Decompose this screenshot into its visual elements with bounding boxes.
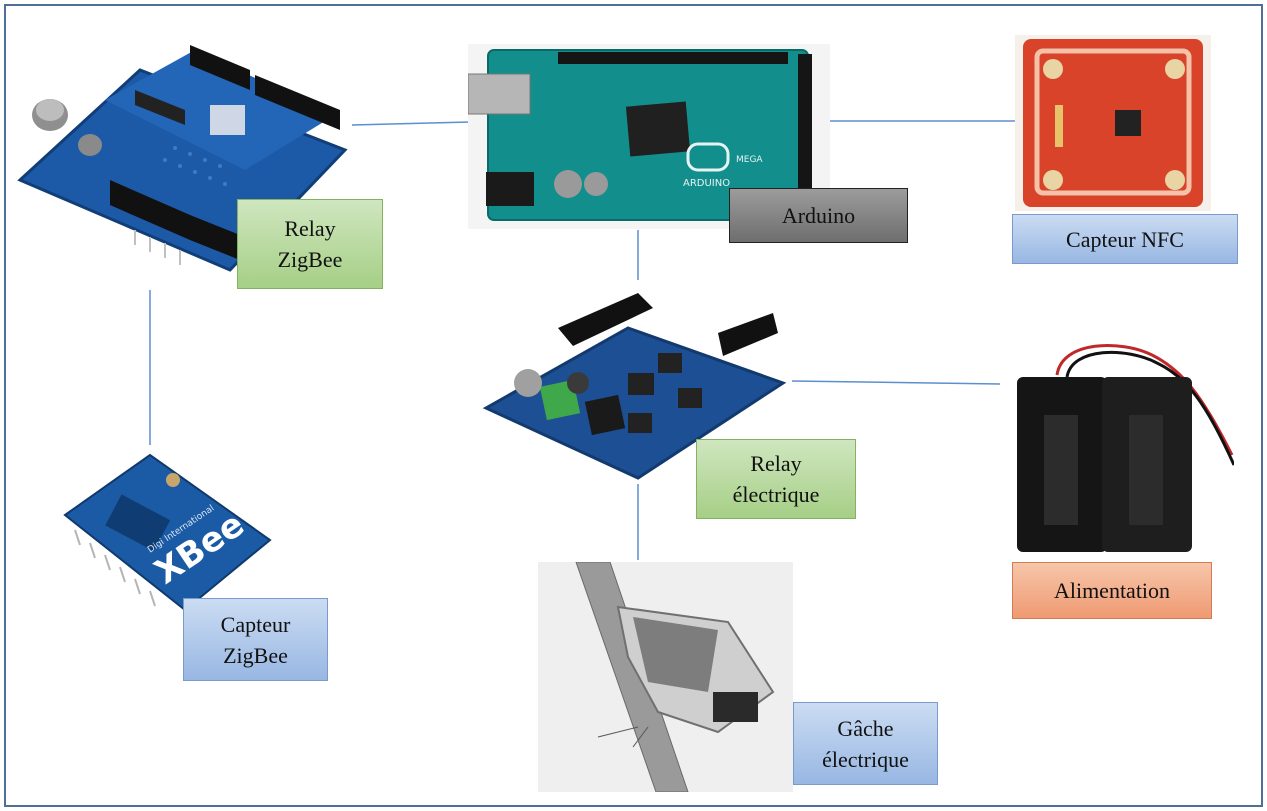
label-relay-electrique: Relay électrique: [696, 439, 856, 519]
label-gache-electrique: Gâche électrique: [793, 702, 938, 785]
label-relay-zigbee: Relay ZigBee: [237, 199, 383, 289]
label-capteur-zigbee: Capteur ZigBee: [183, 598, 328, 681]
label-gache-electrique-line2: électrique: [822, 746, 909, 772]
nfc-module-image: [1015, 35, 1211, 211]
label-capteur-nfc: Capteur NFC: [1012, 214, 1238, 264]
arduino-board-sub: MEGA: [736, 155, 763, 165]
label-alimentation-text: Alimentation: [1053, 578, 1171, 603]
arduino-board-image: ARDUINO MEGA: [468, 44, 830, 229]
label-gache-electrique-line1: Gâche: [837, 715, 894, 741]
relay-electrique-board-image: [478, 288, 790, 484]
xbee-module-image: Digi International XBee: [55, 445, 280, 625]
edge-relayzigbee-arduino: [351, 121, 471, 126]
alimentation-image: [1002, 335, 1234, 557]
gache-electrique-image: [538, 562, 793, 792]
label-capteur-zigbee-line1: Capteur: [220, 611, 291, 637]
label-alimentation: Alimentation: [1012, 562, 1212, 619]
label-relay-electrique-line2: électrique: [732, 482, 820, 507]
label-capteur-zigbee-line2: ZigBee: [223, 642, 288, 668]
arduino-board-mark: ARDUINO: [683, 178, 730, 189]
label-arduino: Arduino: [729, 188, 908, 243]
label-capteur-nfc-text: Capteur NFC: [1066, 226, 1184, 252]
label-relay-electrique-line1: Relay: [750, 451, 802, 476]
label-relay-zigbee-line2: ZigBee: [277, 247, 343, 272]
edge-relayelectrique-alimentation: [791, 380, 1001, 385]
label-relay-zigbee-line1: Relay: [284, 216, 336, 241]
label-arduino-text: Arduino: [781, 203, 856, 228]
